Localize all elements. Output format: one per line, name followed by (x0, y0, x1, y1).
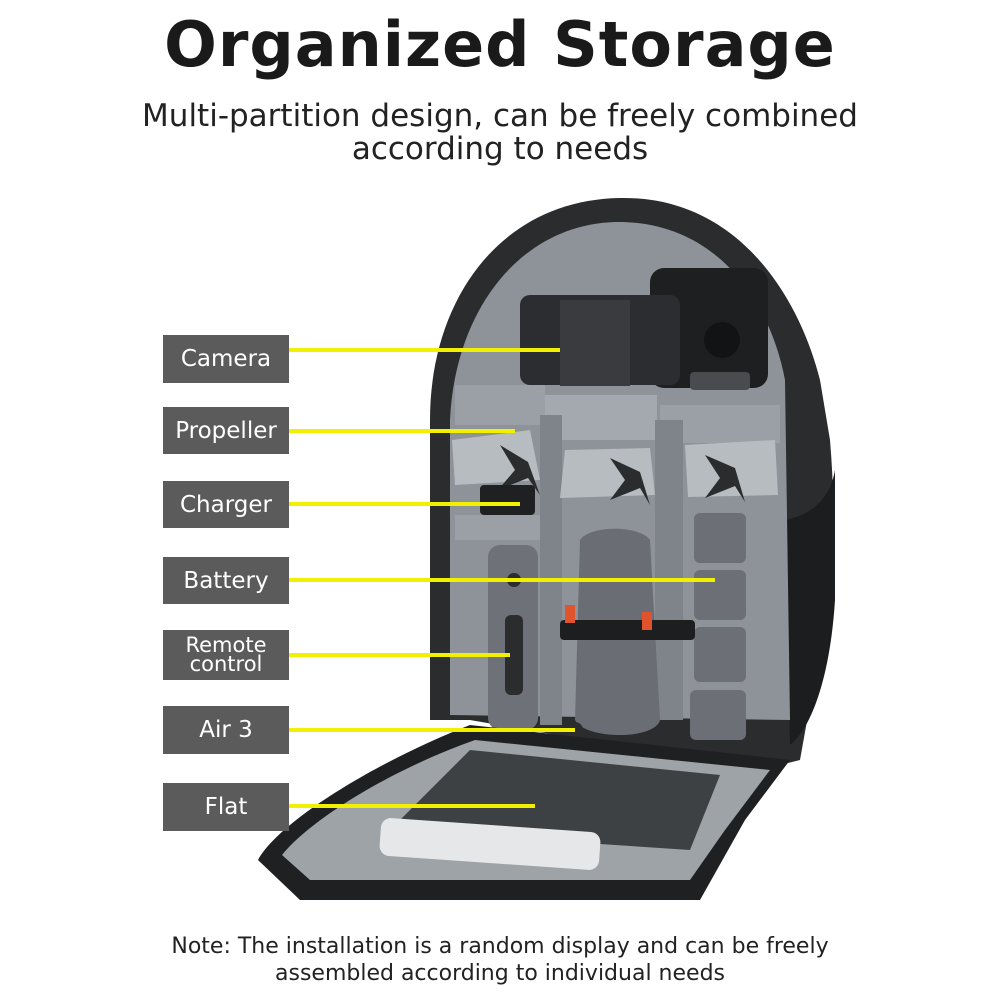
label-remote-control: Remote control (163, 630, 289, 680)
leader-lines (289, 348, 715, 808)
divider-top-left (455, 385, 545, 425)
label-propeller: Propeller (163, 407, 289, 454)
label-camera: Camera (163, 335, 289, 383)
divider-vertical-left (540, 415, 562, 725)
side-mesh-pocket (785, 470, 835, 745)
label-remote-control-line-1: Remote (185, 633, 267, 657)
battery-icon (690, 513, 746, 740)
label-remote-control-line-2: control (189, 652, 263, 676)
footnote-line-1: Note: The installation is a random displ… (171, 934, 829, 959)
charger-icon (455, 485, 540, 540)
label-flat: Flat (163, 783, 289, 831)
label-battery: Battery (163, 557, 289, 604)
page-title: Organized Storage (164, 8, 836, 81)
propeller-icon (452, 430, 778, 505)
label-air3: Air 3 (163, 706, 289, 754)
footnote: Note: The installation is a random displ… (0, 933, 1000, 987)
remote-control-icon (488, 545, 538, 730)
tablet-icon (379, 818, 601, 870)
label-charger: Charger (163, 481, 289, 528)
divider-vertical-right (655, 420, 683, 720)
divider-top-mid (545, 395, 657, 440)
footnote-line-2: assembled according to individual needs (275, 961, 725, 986)
subtitle-line-2: according to needs (351, 131, 649, 167)
page-subtitle: Multi-partition design, can be freely co… (0, 100, 1000, 166)
subtitle-line-1: Multi-partition design, can be freely co… (142, 98, 858, 134)
camera-icon (520, 268, 768, 390)
